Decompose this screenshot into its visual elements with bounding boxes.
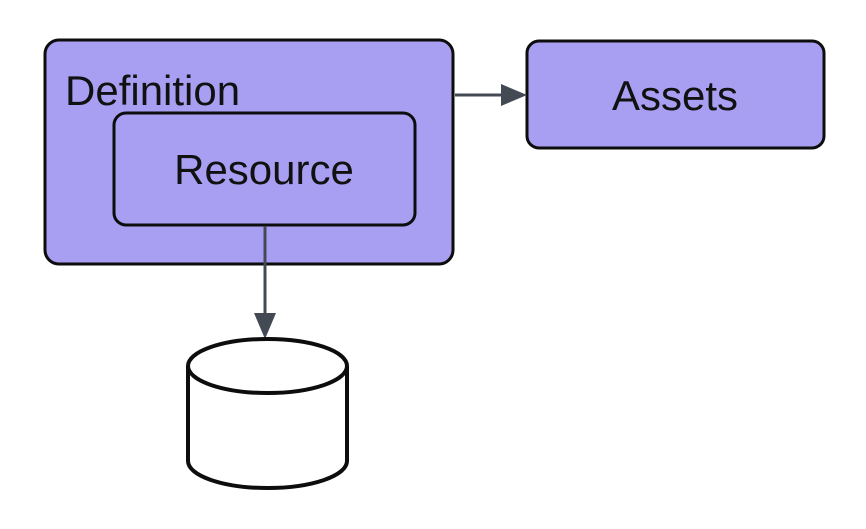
cylinder-body: [186, 366, 349, 490]
assets-node-label: Assets: [612, 72, 738, 119]
cylinder-top: [186, 337, 349, 395]
resource-to-database-arrow: [254, 226, 276, 339]
resource-node-box: [112, 111, 417, 227]
arrowhead-right-icon: [501, 84, 527, 106]
database-cylinder-icon: [186, 337, 349, 490]
definition-node-label: Definition: [65, 67, 240, 114]
resource-node-label: Resource: [174, 146, 354, 193]
assets-node: Assets: [525, 39, 826, 150]
resource-node: Resource: [112, 111, 417, 227]
definition-to-assets-arrow: [455, 84, 527, 106]
arrowhead-down-icon: [254, 313, 276, 339]
assets-node-box: [525, 39, 826, 150]
